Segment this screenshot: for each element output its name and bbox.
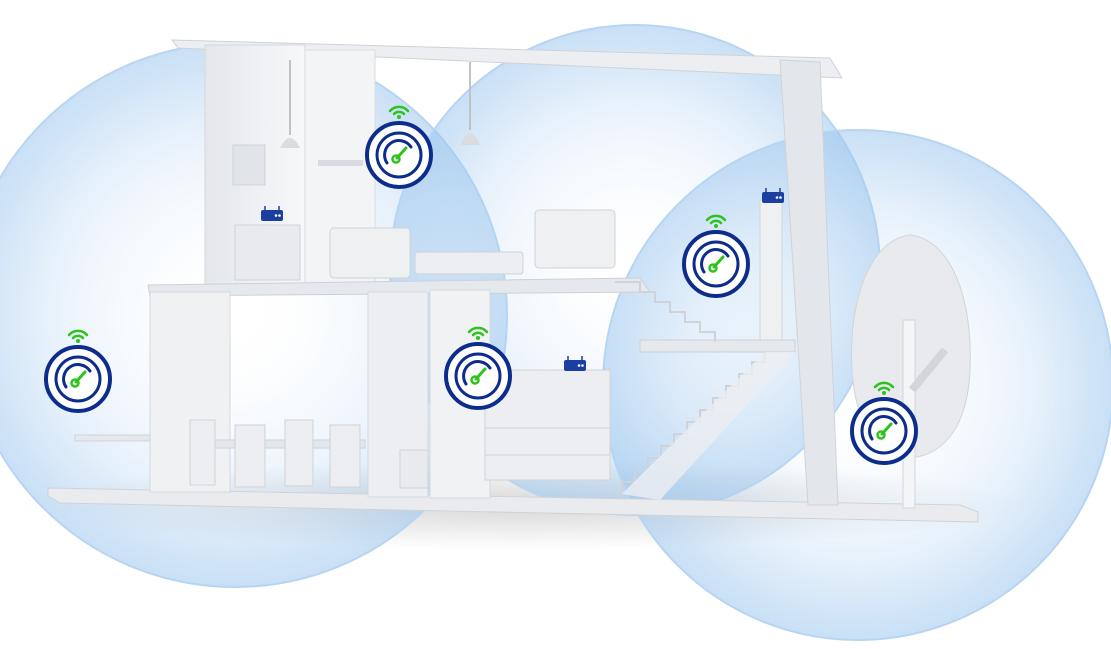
speed-badge-upper-room[interactable] xyxy=(365,105,433,189)
router-living-room xyxy=(564,356,586,371)
wall-picture xyxy=(232,144,266,186)
bench-upper xyxy=(414,251,524,275)
speedometer-icon xyxy=(375,131,423,179)
staircase-lower xyxy=(621,352,766,494)
router-icon xyxy=(762,192,784,203)
ceiling-lamp-2 xyxy=(460,133,480,145)
tree-branch xyxy=(908,347,949,393)
speedometer-icon xyxy=(454,352,502,400)
house-cutaway xyxy=(47,39,979,523)
house-base-slab xyxy=(47,487,979,523)
wifi-signal-icon xyxy=(388,105,410,119)
plant-pot xyxy=(399,449,429,489)
armchair-upper-2 xyxy=(534,209,616,269)
wall-shelf xyxy=(318,160,363,166)
staircase-fill xyxy=(622,352,795,500)
speedometer-icon xyxy=(860,407,908,455)
routers xyxy=(261,188,784,371)
speed-badges xyxy=(44,105,918,465)
router-icon xyxy=(564,360,586,371)
armchair-upper xyxy=(329,227,411,279)
wifi-signal-icon xyxy=(873,381,895,395)
router-icon xyxy=(261,210,283,221)
staircase-upper xyxy=(615,281,716,342)
ceiling-lamp xyxy=(280,138,300,148)
speed-badge-living-room[interactable] xyxy=(444,326,512,410)
patio-table xyxy=(74,434,151,442)
speed-badge-garden-tree[interactable] xyxy=(850,381,918,465)
dining-chairs xyxy=(189,419,361,488)
right-pillar xyxy=(759,199,783,351)
stair-landing xyxy=(639,339,796,353)
speedometer-icon xyxy=(692,240,740,288)
dresser-upper xyxy=(234,224,301,281)
router-wall-right xyxy=(762,188,784,203)
speed-badge-yard-left[interactable] xyxy=(44,329,112,413)
wifi-signal-icon xyxy=(705,214,727,228)
speedometer-icon xyxy=(54,355,102,403)
wifi-signal-icon xyxy=(467,326,489,340)
speed-badge-stair-landing[interactable] xyxy=(682,214,750,298)
wifi-signal-icon xyxy=(67,329,89,343)
right-column xyxy=(779,59,839,506)
router-upper-room xyxy=(261,206,283,221)
